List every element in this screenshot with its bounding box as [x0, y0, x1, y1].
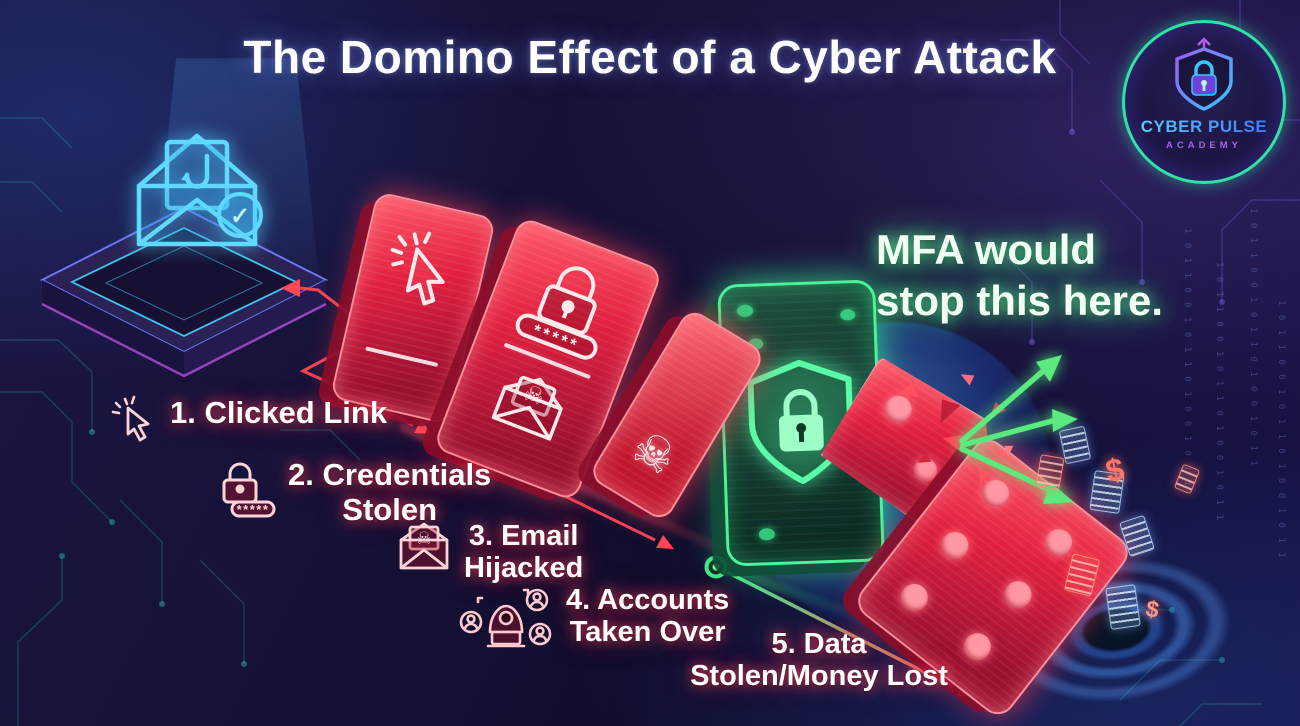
- step-accounts-taken-over: 4. Accounts Taken Over: [458, 584, 729, 650]
- logo-name: CYBER PULSE: [1140, 117, 1268, 136]
- svg-text:*****: *****: [237, 502, 270, 517]
- step-label: Stolen: [342, 491, 438, 527]
- binary-texture: 1 0 1 1 0 0 1 0 1 1 0 1 0 0 1 0 1 1: [1276, 300, 1286, 560]
- step-clicked-link: 1. Clicked Link: [111, 395, 388, 444]
- mfa-callout: MFA would stop this here.: [876, 224, 1163, 326]
- step-data-stolen: 5. Data Stolen/Money Lost: [688, 628, 950, 693]
- step-label: 5. Data: [771, 628, 867, 660]
- domino-credentials: ***** ☠: [432, 216, 664, 502]
- email-skull-icon: ☠: [399, 522, 449, 570]
- step-label: Taken Over: [569, 616, 726, 649]
- step-label: 2. Credentials: [288, 457, 492, 492]
- document-icon: [1105, 584, 1141, 630]
- binary-texture: 1 0 1 1 0 0 1 0 1 1 0 1 0 0 1 0 1 1: [1182, 228, 1192, 488]
- binary-texture: 1 0 1 1 0 0 1 0 1 1 0 1 0 0 1 0 1 1: [1214, 262, 1224, 522]
- account-takeover-icon: [459, 588, 552, 648]
- domino-clicked-link: [329, 190, 497, 426]
- mfa-callout-line1: MFA would: [876, 226, 1097, 273]
- credentials-lock-icon: *****: [222, 462, 276, 518]
- binary-texture: 1 0 1 1 0 0 1 0 1 1 0 1 0 0 1 0 1 1: [1248, 208, 1258, 468]
- check-icon: ✓: [230, 203, 250, 230]
- logo-shield-lock-icon: [1175, 37, 1233, 111]
- cursor-click-icon: [111, 395, 150, 442]
- step-label: 1. Clicked Link: [170, 395, 388, 430]
- email-malware-icon: ☠: [491, 375, 563, 441]
- phishing-email-icon: ✓: [136, 133, 263, 247]
- cyber-pulse-academy-logo: CYBER PULSE ACADEMY: [1122, 20, 1286, 184]
- step-label: Stolen/Money Lost: [690, 660, 948, 693]
- page-title: The Domino Effect of a Cyber Attack: [243, 31, 1057, 83]
- mfa-callout-line2: stop this here.: [876, 277, 1164, 325]
- logo-subtitle: ACADEMY: [1165, 140, 1243, 151]
- step-email-hijacked: ☠ 3. Email Hijacked: [396, 520, 583, 585]
- skull-icon: ☠: [416, 529, 431, 549]
- step-label: 3. Email: [468, 520, 579, 552]
- cursor-click-icon: [390, 231, 445, 306]
- step-credentials-stolen: ***** 2. Credentials Stolen: [214, 457, 492, 527]
- step-label: 4. Accounts: [566, 584, 730, 616]
- step-label: Hijacked: [464, 552, 584, 585]
